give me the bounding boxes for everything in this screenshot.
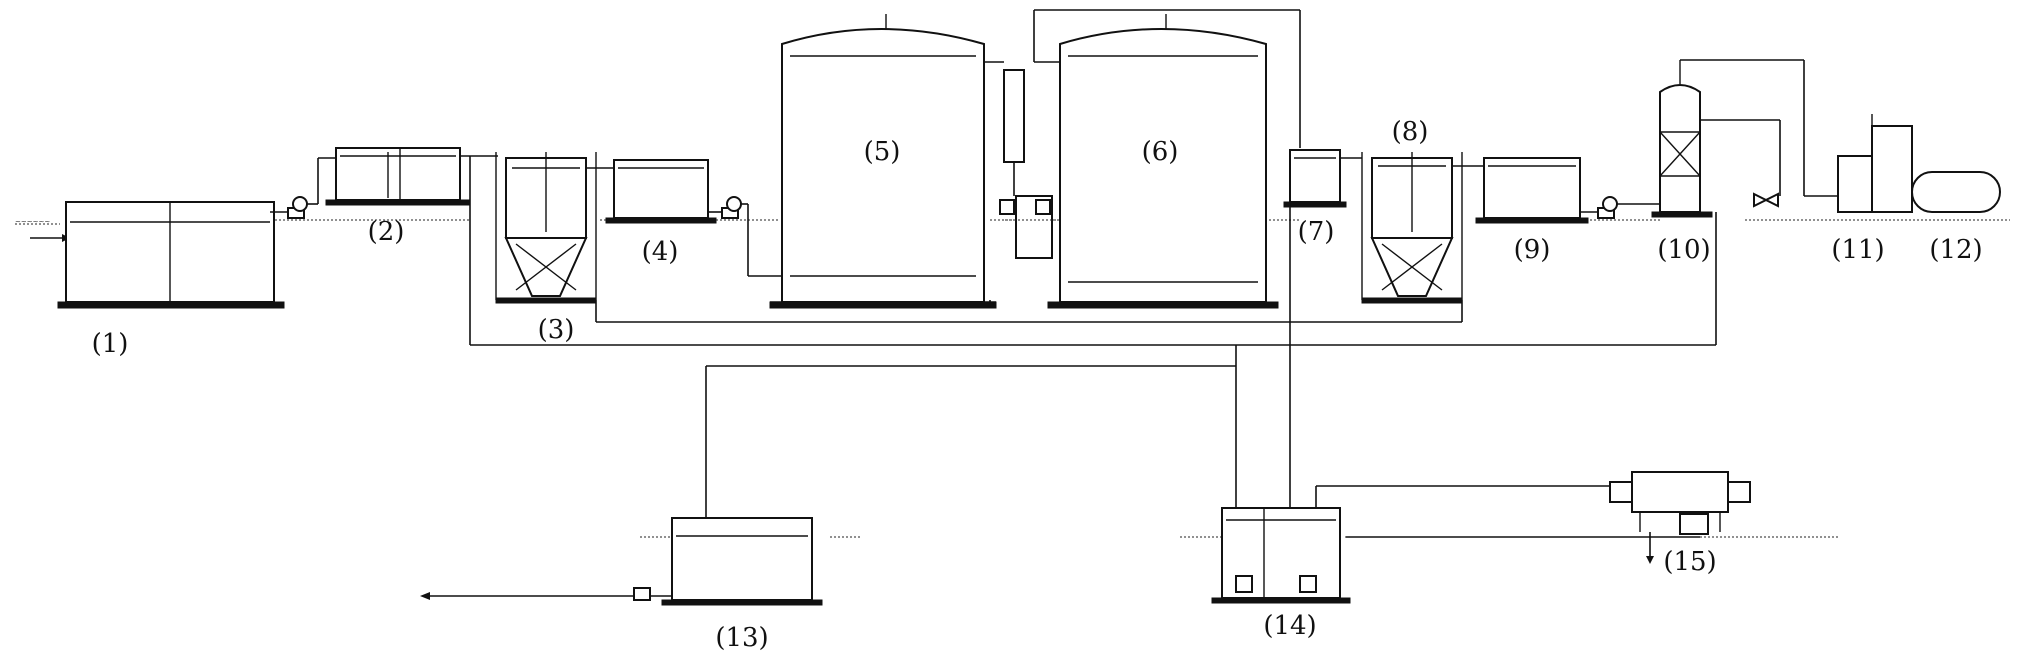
label-unit-4: (4): [642, 237, 679, 267]
blower-icon: [990, 199, 1060, 221]
label-unit-15: (15): [1663, 547, 1716, 577]
label-unit-1: (1): [92, 329, 129, 359]
label-unit-10: (10): [1657, 235, 1710, 265]
unit-3-clarifier: [495, 152, 597, 304]
label-unit-3: (3): [538, 315, 575, 345]
unit-12-vessel: [1911, 171, 2001, 213]
valve-icon: [1753, 192, 1779, 208]
label-unit-13: (13): [715, 623, 768, 653]
raw-water-inlet: ~~~~~~: [15, 218, 70, 242]
label-unit-2: (2): [368, 217, 405, 247]
unit-4-tank: [605, 159, 717, 224]
pump-icon: [1235, 575, 1253, 593]
label-unit-11: (11): [1831, 235, 1884, 265]
unit-10-column: [1651, 59, 1805, 218]
label-unit-5: (5): [864, 137, 901, 167]
label-unit-12: (12): [1929, 235, 1982, 265]
unit-6-reactor: [1047, 14, 1279, 309]
unit-labels: (1) (2) (3) (4) (5) (6) (7) (8) (9) (10)…: [92, 117, 1983, 653]
unit-7-tank: [1283, 149, 1347, 208]
inlet-note: ~~~~~~: [15, 218, 50, 226]
arrow-icon: [420, 592, 430, 600]
pump-icon: [1299, 575, 1317, 593]
label-unit-9: (9): [1514, 235, 1551, 265]
return-piping: [470, 202, 1717, 562]
unit-15-filter-press: [1609, 471, 1751, 564]
unit-13-tank: [420, 517, 823, 606]
pump-icon: [633, 587, 651, 601]
label-unit-7: (7): [1298, 217, 1335, 247]
pump-icon: [1580, 196, 1660, 219]
unit-2-tank: [325, 147, 471, 206]
unit-5-reactor: [769, 14, 997, 309]
unit-8-clarifier: [1361, 152, 1463, 304]
pump-icon: [1679, 513, 1709, 535]
unit-9-tank: [1475, 157, 1589, 224]
pump-icon: [270, 157, 340, 219]
unit-14-tank: [1211, 507, 1351, 604]
label-unit-8: (8): [1392, 117, 1429, 147]
unit-11-tank: [1804, 114, 1913, 213]
unit-1-tank: [57, 201, 285, 309]
arrow-icon: [1646, 556, 1654, 564]
label-unit-6: (6): [1142, 137, 1179, 167]
label-unit-14: (14): [1263, 611, 1316, 641]
